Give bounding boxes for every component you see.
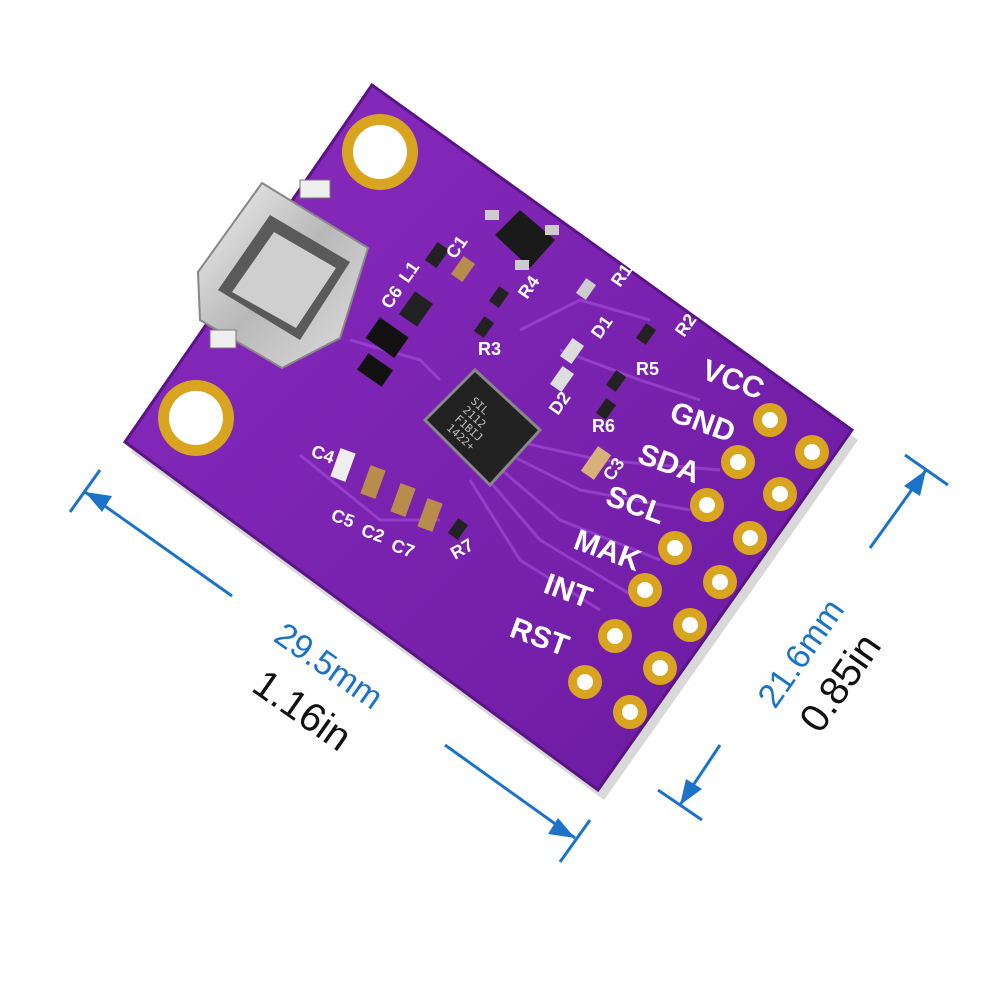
pin-hole-vcc [753, 403, 787, 437]
header-pins-row1 [568, 403, 787, 699]
sot23-component [485, 210, 559, 270]
header-pins-row2 [613, 435, 829, 729]
pin-hole-int [598, 619, 632, 653]
mounting-hole-left [158, 380, 234, 456]
label-r5: R5 [636, 359, 659, 379]
pcb-traces [299, 298, 721, 612]
mounting-hole-top [342, 114, 418, 190]
pin-hole-rst [568, 665, 602, 699]
smd-components [330, 241, 657, 540]
pin-hole-mak [628, 573, 662, 607]
pin-hole-scl [658, 531, 692, 565]
label-r6: R6 [592, 416, 615, 436]
width-dimension-arrow [68, 469, 592, 863]
height-dimension-arrow [657, 453, 949, 822]
label-r3: R3 [478, 339, 501, 359]
pin-hole-sda [690, 488, 724, 522]
micro-usb-connector [196, 179, 370, 370]
pin-hole-gnd [721, 445, 755, 479]
